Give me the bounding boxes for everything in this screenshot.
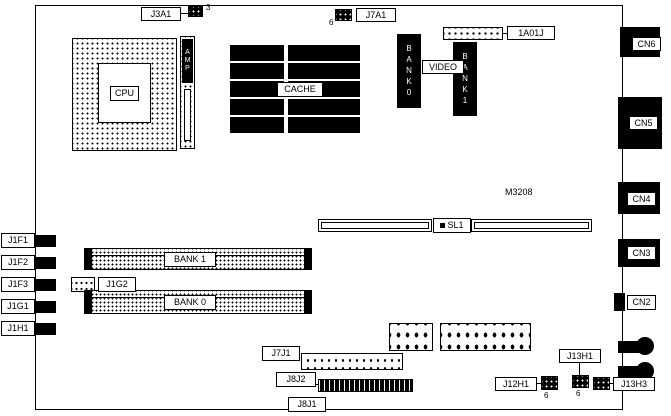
label-video: VIDEO [422, 60, 464, 74]
sl1-text: SL1 [447, 220, 464, 230]
cache-chip [230, 63, 284, 79]
label-cn3: CN3 [627, 246, 656, 260]
board-part-number: M3208 [505, 187, 533, 197]
amp-regulator: AMP [180, 36, 195, 149]
label-cn4: CN4 [627, 192, 656, 206]
label-j1g1: J1G1 [1, 299, 35, 314]
simm-endcap [304, 249, 311, 269]
label-cache: CACHE [277, 82, 323, 97]
sl1-slot-inner [321, 222, 429, 229]
simm-endcap [85, 249, 92, 269]
label-j1f2: J1F2 [1, 255, 35, 270]
pin-header-block [440, 323, 531, 351]
leader-j3a1 [181, 13, 188, 14]
label-j1h1: J1H1 [1, 321, 35, 336]
j12h1-connector [541, 376, 558, 390]
cache-chip [288, 99, 360, 115]
video-bank1-module: BANK1 [453, 42, 477, 116]
cache-chip [230, 117, 284, 133]
sl1-slot-right [471, 219, 592, 232]
simm-endcap [85, 291, 92, 313]
j13h1-connector [572, 375, 589, 388]
label-j1g2: J1G2 [98, 277, 136, 292]
j7a1-pin-count: 6 [329, 18, 334, 27]
audio-jack-stem [618, 366, 640, 378]
label-cpu: CPU [109, 85, 139, 101]
label-bank0-row: BANK 0 [164, 295, 216, 310]
j7a1-connector [335, 9, 352, 21]
j1g2-jumper-block [71, 277, 95, 292]
amp-chip: AMP [182, 39, 193, 83]
j13h3-connector [593, 377, 610, 390]
cache-chip [288, 63, 360, 79]
label-sl1: SL1 [433, 218, 471, 233]
label-cn6: CN6 [632, 37, 661, 51]
label-bank1-row: BANK 1 [164, 252, 216, 267]
amp-slot [184, 89, 191, 141]
cpu-die-area: CPU [98, 63, 151, 123]
label-j13h1: J13H1 [559, 349, 601, 363]
sl1-pin1-marker [440, 223, 446, 228]
label-j12h1: J12H1 [495, 377, 537, 391]
label-cn2: CN2 [627, 295, 656, 310]
label-bank1-vertical: BANK1 [460, 51, 470, 107]
simm-endcap [304, 291, 311, 313]
cache-chip [288, 45, 360, 61]
label-j7j1: J7J1 [262, 346, 300, 361]
cache-chip [230, 81, 284, 97]
cache-chip [230, 99, 284, 115]
audio-jack-stem [618, 341, 640, 353]
j1h1-connector [36, 323, 56, 335]
j3a1-connector [188, 6, 203, 17]
label-j1f3: J1F3 [1, 277, 35, 292]
j12h1-pin-count: 6 [544, 391, 549, 400]
label-amp: AMP [184, 49, 191, 73]
j3a1-pin-count: 3 [206, 3, 211, 12]
bank1-simm-socket: BANK 1 [84, 248, 312, 270]
cache-chip [288, 117, 360, 133]
label-j8j1: J8J1 [288, 397, 326, 412]
j13h1-pin-count: 6 [576, 389, 581, 398]
a01j-connector [443, 27, 503, 40]
j1g1-connector [36, 301, 56, 313]
j8j2-connector [318, 379, 413, 392]
label-1a01j: 1A01J [507, 26, 555, 40]
leader-j8j2 [316, 384, 318, 385]
leader-a01j [503, 33, 507, 34]
leader-j13h1 [579, 363, 580, 375]
cpu-socket: CPU [72, 38, 177, 151]
label-cn5: CN5 [629, 116, 658, 130]
label-j7a1: J7A1 [356, 8, 396, 22]
label-j3a1: J3A1 [141, 7, 181, 21]
j7j1-connector [301, 353, 403, 370]
sl1-slot-inner [474, 222, 589, 229]
leader-j13h3 [610, 383, 613, 384]
label-j1f1: J1F1 [1, 233, 35, 248]
cn2-connector [614, 293, 625, 311]
audio-jack-icon [636, 337, 654, 355]
cache-chip [230, 45, 284, 61]
label-j8j2: J8J2 [276, 372, 316, 387]
j1f1-connector [36, 235, 56, 247]
bank0-simm-socket: BANK 0 [84, 290, 312, 314]
video-bank0-module: BANK0 [397, 34, 421, 108]
j1f2-connector [36, 257, 56, 269]
sl1-slot-left [318, 219, 432, 232]
label-j13h3: J13H3 [613, 377, 655, 391]
audio-jack-icon [636, 362, 654, 380]
j1f3-connector [36, 279, 56, 291]
label-bank0-vertical: BANK0 [404, 43, 414, 99]
leader-j12h1 [537, 383, 541, 384]
pin-header-block [389, 323, 433, 351]
